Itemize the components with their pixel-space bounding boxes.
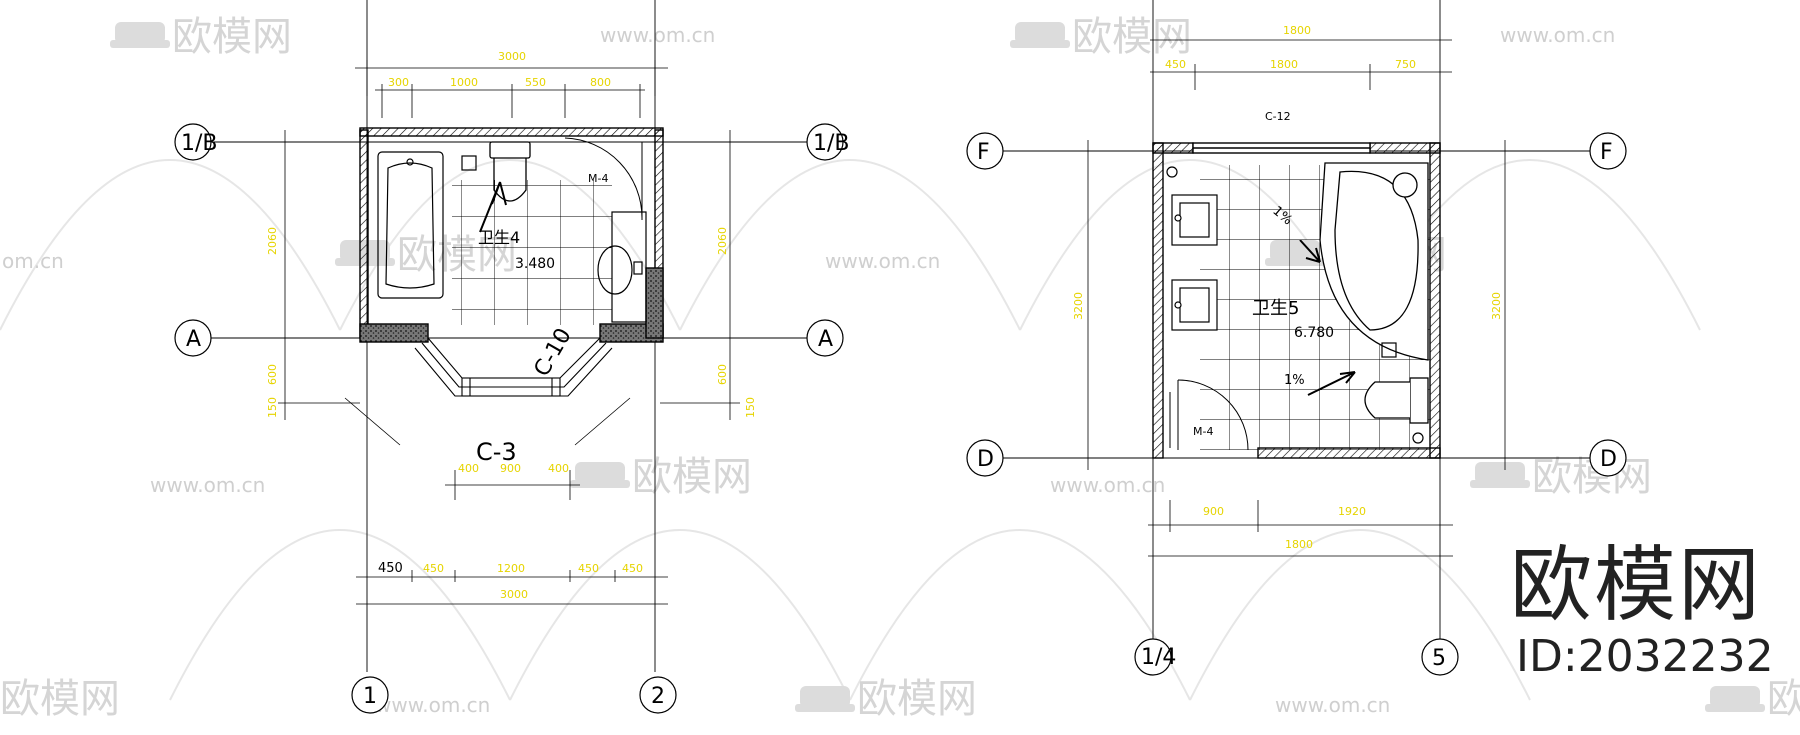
axis-label-f-left: F <box>977 140 990 165</box>
pipe-icon <box>1166 166 1178 178</box>
wash-basin-icon <box>597 211 647 323</box>
dim-lines-side <box>1080 140 1514 470</box>
door-swing-icon <box>564 137 643 220</box>
walls-left <box>359 127 664 343</box>
watermark-brand: 欧模网 <box>172 14 292 60</box>
axis-bubbles <box>966 132 1627 676</box>
dim-bottom-seg: 450 <box>423 562 444 575</box>
corner-tub-icon <box>1319 162 1429 361</box>
dim-bottom-seg: 450 <box>578 562 599 575</box>
dim-top-seg: 1000 <box>450 76 478 89</box>
door-swing-icon <box>1177 379 1249 451</box>
dim-lines-bottom <box>356 470 668 605</box>
slope-arrow-icon <box>479 181 507 233</box>
dim-bay-right: 400 <box>548 462 569 475</box>
dim-top-seg: 750 <box>1395 58 1416 71</box>
dim-bottom-seg: 450 <box>622 562 643 575</box>
axis-label-a-right: A <box>818 327 833 352</box>
dim-bottom-total: 3000 <box>500 588 528 601</box>
brand-title: 欧模网 <box>1510 538 1763 633</box>
dim-bottom-seg: 450 <box>378 561 403 576</box>
plan-right <box>966 0 1627 676</box>
dim-side-lower: 600 <box>266 364 279 385</box>
watermark-url: www.om.cn <box>600 23 715 47</box>
pipe-icon <box>1412 432 1424 444</box>
watermark-brand: 欧模网 <box>632 454 752 500</box>
axis-label-f-right: F <box>1600 140 1613 165</box>
watermark-url: www.om.cn <box>1500 23 1615 47</box>
dim-bay-left: 400 <box>458 462 479 475</box>
watermark-url: www.om.cn <box>375 693 490 717</box>
axis-label-2: 2 <box>651 684 665 709</box>
floor-tiles <box>452 180 612 325</box>
watermark-url: www.om.cn <box>825 249 940 273</box>
toilet-icon <box>1364 377 1429 424</box>
dim-lines-top <box>355 60 668 118</box>
watermark-brand: 欧模网 <box>1767 676 1800 722</box>
level-label: 6.780 <box>1294 325 1334 341</box>
floor-drain-icon <box>461 155 477 171</box>
dim-top-seg: 450 <box>1165 58 1186 71</box>
dim-top-seg: 800 <box>590 76 611 89</box>
dim-top-total: 1800 <box>1283 24 1311 37</box>
floor-drain-icon <box>1381 342 1397 358</box>
watermark-url: www.om.cn <box>1275 693 1390 717</box>
dim-side-right: 3200 <box>1490 292 1503 320</box>
watermark-url: www.om.cn <box>1050 473 1165 497</box>
dim-lines-bottom <box>1148 500 1453 557</box>
room-label: 卫生5 <box>1252 298 1299 319</box>
axis-label-a-left: A <box>186 327 201 352</box>
dim-top-seg: 1800 <box>1270 58 1298 71</box>
dim-bay-mid: 900 <box>500 462 521 475</box>
dim-side-left: 3200 <box>1072 292 1085 320</box>
level-label: 3.480 <box>515 256 555 272</box>
window-label-front: C-3 <box>476 438 517 466</box>
sofa-logo-icon <box>110 22 1765 712</box>
slope-arrow-icon <box>1299 239 1321 263</box>
axis-label-5: 5 <box>1432 646 1446 671</box>
dim-top-seg: 550 <box>525 76 546 89</box>
dim-top-seg: 300 <box>388 76 409 89</box>
door-label: M-4 <box>588 172 608 185</box>
axis-label-d-right: D <box>1600 447 1617 472</box>
bay-window <box>414 337 613 397</box>
axis-label-1b-right: 1/B <box>813 131 850 156</box>
axis-bubbles <box>174 123 844 714</box>
dim-bottom-seg: 900 <box>1203 505 1224 518</box>
plan-left <box>174 0 844 714</box>
bathtub-icon <box>377 151 444 299</box>
watermark-url: www.om.cn <box>150 473 265 497</box>
room-label: 卫生4 <box>478 228 520 247</box>
dim-bottom-seg: 1200 <box>497 562 525 575</box>
walls-right <box>1152 142 1441 459</box>
dim-top-total: 3000 <box>498 50 526 63</box>
window-label: C-12 <box>1265 110 1291 123</box>
dim-side-bottom-right: 150 <box>744 397 757 418</box>
dim-side-bottom-left: 150 <box>266 397 279 418</box>
watermark-url-partial: om.cn <box>2 249 64 273</box>
axis-label-1-4: 1/4 <box>1141 645 1176 670</box>
dim-bottom-total: 1800 <box>1285 538 1313 551</box>
dim-lines-side <box>278 130 740 420</box>
slope-arrow-icon <box>1307 371 1356 396</box>
watermark-brand: 欧模网 <box>857 676 977 722</box>
dim-lines-top <box>1150 39 1452 90</box>
dim-bottom-seg: 1920 <box>1338 505 1366 518</box>
axis-label-d-left: D <box>977 447 994 472</box>
axis-label-1: 1 <box>363 684 377 709</box>
dim-side-upper: 2060 <box>266 227 279 255</box>
dim-side-lower-right: 600 <box>716 364 729 385</box>
dim-side-upper-right: 2060 <box>716 227 729 255</box>
slope-label: 1% <box>1284 373 1305 388</box>
watermark-brand: 欧模网 <box>0 676 120 722</box>
axis-label-1b-left: 1/B <box>181 131 218 156</box>
watermark-brand: 欧模网 <box>1072 14 1192 60</box>
toilet-icon <box>489 141 531 202</box>
brand-id: ID:2032232 <box>1516 631 1774 682</box>
wash-basin-icon <box>1171 194 1218 331</box>
door-label: M-4 <box>1193 425 1213 438</box>
window-label-side: C-10 <box>530 324 577 381</box>
